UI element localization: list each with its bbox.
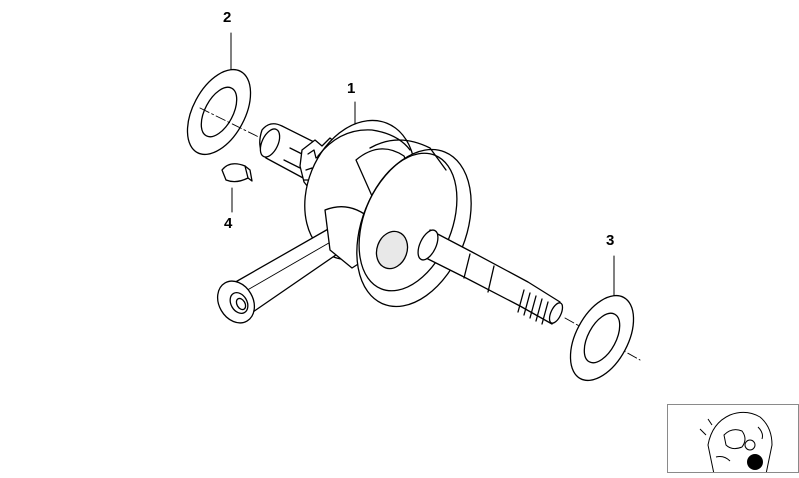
right-shaft — [417, 229, 564, 325]
thrust-washer-left — [186, 68, 252, 156]
callout-4: 4 — [224, 215, 233, 232]
connecting-rod — [216, 206, 381, 324]
engine-thumbnail-icon — [699, 411, 773, 472]
woodruff-key — [221, 163, 253, 183]
engine-location-thumbnail[interactable] — [667, 404, 799, 473]
crank-web-front — [356, 139, 472, 308]
callout-3: 3 — [606, 232, 615, 249]
callout-1: 1 — [347, 80, 356, 97]
thrust-washer-right — [569, 294, 635, 382]
callout-2: 2 — [223, 9, 232, 26]
